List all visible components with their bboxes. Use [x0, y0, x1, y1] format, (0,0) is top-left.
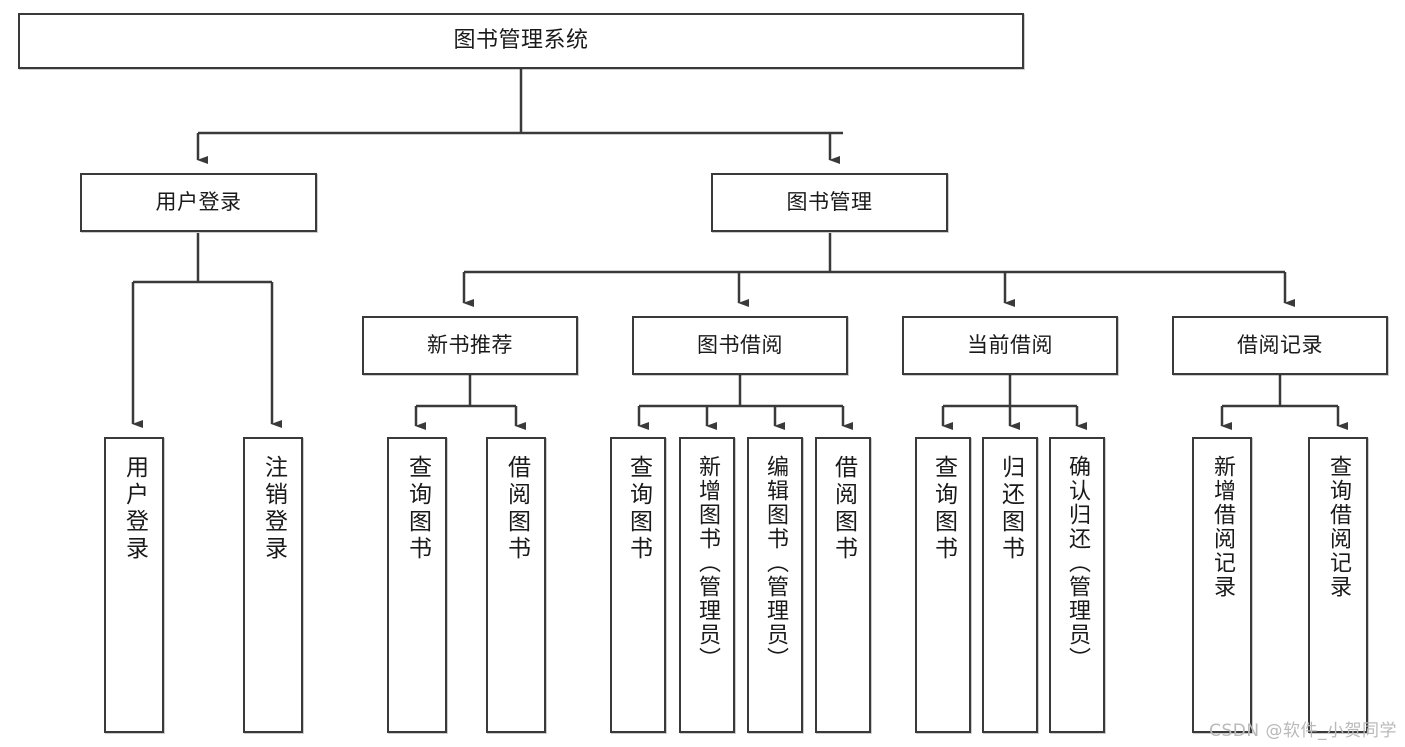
node-label: 用户登录: [121, 455, 148, 563]
node-label: 查询借阅记录: [1326, 455, 1351, 599]
node-current-borrowing[interactable]: 当前借阅: [902, 316, 1118, 375]
watermark-text: CSDN @软件_小贺同学: [1209, 721, 1397, 741]
node-label: 确认归还（管理员）: [1065, 455, 1090, 671]
node-book-borrowing[interactable]: 图书借阅: [632, 316, 848, 375]
node-label: 新书推荐: [427, 333, 513, 358]
node-label: 借阅图书: [830, 455, 857, 563]
node-label: 图书管理: [786, 190, 873, 215]
node-new-book-recommendation[interactable]: 新书推荐: [362, 316, 578, 375]
node-leaf-query-book-borrow[interactable]: 查询图书: [610, 437, 666, 733]
node-leaf-confirm-return-admin[interactable]: 确认归还（管理员）: [1049, 437, 1105, 733]
node-user-login[interactable]: 用户登录: [80, 173, 317, 232]
node-book-management[interactable]: 图书管理: [711, 173, 948, 232]
node-leaf-query-book-recommend[interactable]: 查询图书: [387, 437, 447, 733]
node-leaf-query-book-current[interactable]: 查询图书: [915, 437, 971, 733]
node-leaf-add-borrow-record[interactable]: 新增借阅记录: [1192, 437, 1252, 733]
node-leaf-logout[interactable]: 注销登录: [243, 437, 303, 733]
node-leaf-user-login[interactable]: 用户登录: [104, 437, 164, 733]
node-label: 注销登录: [260, 455, 287, 563]
node-leaf-edit-book-admin[interactable]: 编辑图书（管理员）: [747, 437, 803, 733]
node-label: 用户登录: [155, 190, 242, 215]
node-root-book-management-system[interactable]: 图书管理系统: [18, 13, 1024, 69]
node-leaf-borrow-book-recommend[interactable]: 借阅图书: [486, 437, 546, 733]
node-leaf-return-book[interactable]: 归还图书: [982, 437, 1038, 733]
node-label: 借阅记录: [1237, 333, 1323, 358]
node-label: 新增借阅记录: [1210, 455, 1235, 599]
node-leaf-query-borrow-record[interactable]: 查询借阅记录: [1308, 437, 1368, 733]
node-label: 查询图书: [930, 455, 957, 563]
node-label: 查询图书: [404, 455, 431, 563]
node-borrowing-records[interactable]: 借阅记录: [1172, 316, 1388, 375]
node-label: 归还图书: [997, 455, 1024, 563]
node-label: 图书管理系统: [453, 28, 589, 54]
node-leaf-borrow-book[interactable]: 借阅图书: [815, 437, 871, 733]
node-label: 当前借阅: [967, 333, 1053, 358]
node-label: 编辑图书（管理员）: [763, 455, 788, 671]
node-leaf-add-book-admin[interactable]: 新增图书（管理员）: [679, 437, 735, 733]
node-label: 图书借阅: [697, 333, 783, 358]
node-label: 查询图书: [625, 455, 652, 563]
node-label: 新增图书（管理员）: [695, 455, 720, 671]
node-label: 借阅图书: [503, 455, 530, 563]
